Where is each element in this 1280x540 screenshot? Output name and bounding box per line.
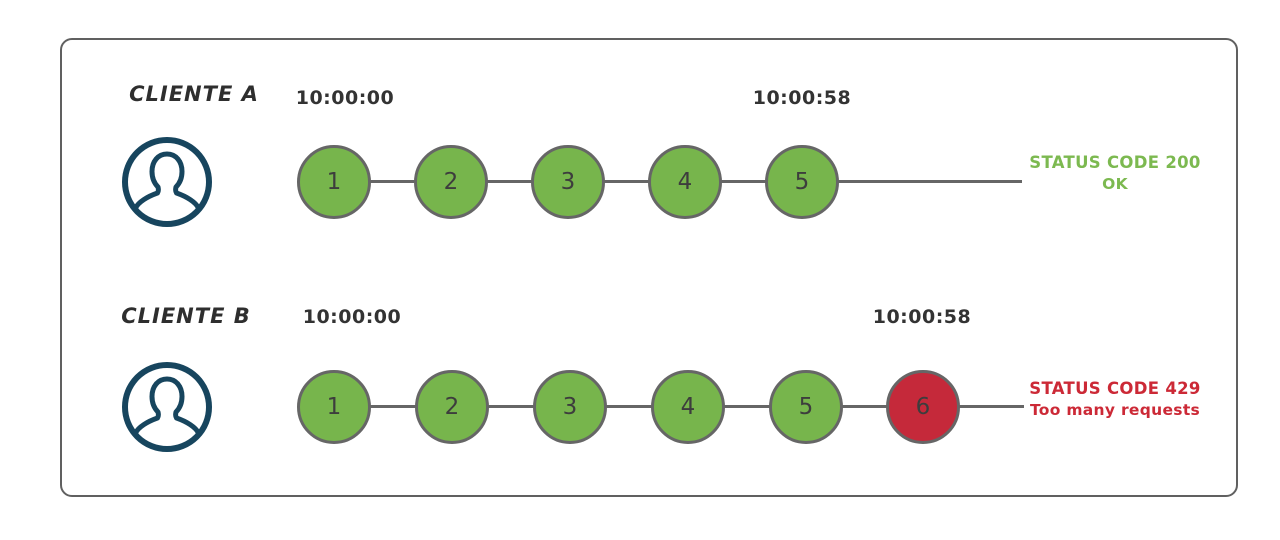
request-circle: 1 <box>297 145 371 219</box>
request-number: 5 <box>794 169 810 195</box>
client-a-avatar-icon <box>122 137 212 227</box>
client-a-label: CLIENTE A <box>129 82 259 106</box>
client-a-status: STATUS CODE 200 OK <box>1027 152 1203 195</box>
client-b-end-time: 10:00:58 <box>872 306 972 328</box>
status-code-text: STATUS CODE 200 <box>1029 153 1201 172</box>
request-number: 1 <box>326 394 342 420</box>
request-circle: 2 <box>414 145 488 219</box>
client-a-end-time: 10:00:58 <box>752 87 852 109</box>
status-message-text: Too many requests <box>1029 401 1201 419</box>
request-number: 4 <box>680 394 696 420</box>
request-number: 1 <box>326 169 342 195</box>
request-number: 5 <box>798 394 814 420</box>
request-circle: 4 <box>648 145 722 219</box>
person-silhouette-icon <box>133 376 201 449</box>
person-silhouette-icon <box>133 151 201 224</box>
request-number: 2 <box>444 394 460 420</box>
client-b-avatar-icon <box>122 362 212 452</box>
client-b-label: CLIENTE B <box>121 304 251 328</box>
client-a-start-time: 10:00:00 <box>295 87 395 109</box>
client-b-status: STATUS CODE 429 Too many requests <box>1027 378 1203 421</box>
request-number: 3 <box>560 169 576 195</box>
request-number: 6 <box>915 394 931 420</box>
request-circle: 2 <box>415 370 489 444</box>
status-message-text: OK <box>1102 175 1128 193</box>
request-circle: 1 <box>297 370 371 444</box>
request-number: 3 <box>562 394 578 420</box>
client-b-start-time: 10:00:00 <box>302 306 402 328</box>
request-circle: 4 <box>651 370 725 444</box>
request-circle: 3 <box>533 370 607 444</box>
diagram-frame: CLIENTE A 10:00:00 10:00:58 1 2 3 4 5 ST… <box>60 38 1238 497</box>
request-circle-rate-limited: 6 <box>886 370 960 444</box>
avatar-ring <box>122 362 212 452</box>
status-code-text: STATUS CODE 429 <box>1029 379 1201 398</box>
request-number: 2 <box>443 169 459 195</box>
request-number: 4 <box>677 169 693 195</box>
request-circle: 5 <box>765 145 839 219</box>
avatar-ring <box>122 137 212 227</box>
request-circle: 5 <box>769 370 843 444</box>
request-circle: 3 <box>531 145 605 219</box>
